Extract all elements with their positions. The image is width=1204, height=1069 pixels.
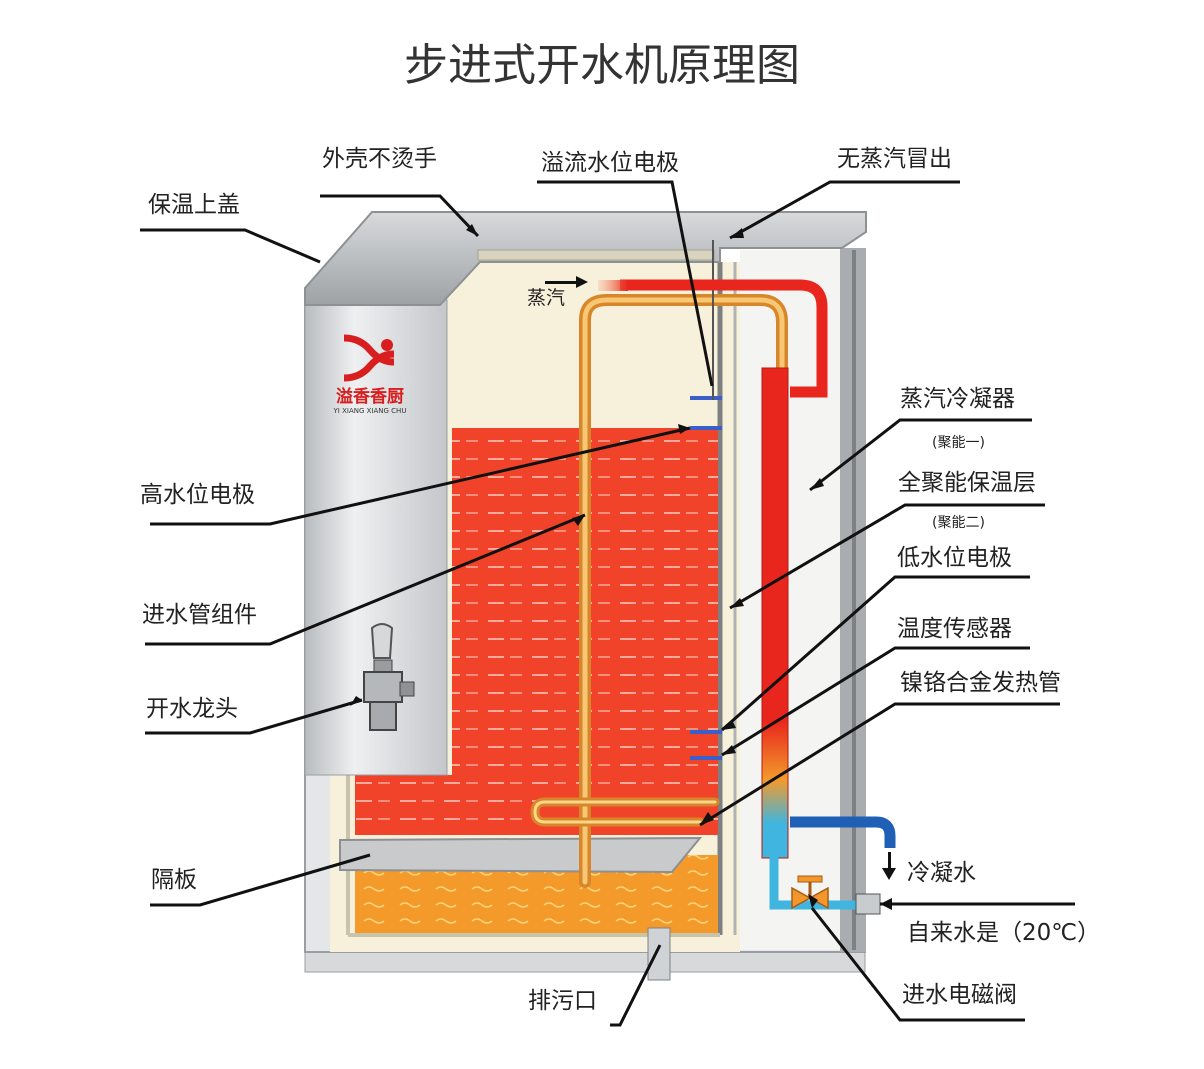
label-overflow-electrode: 溢流水位电极 [541, 150, 679, 176]
steam-puff [598, 280, 628, 291]
boiling-water-faucet [363, 623, 415, 731]
label-boiling-faucet: 开水龙头 [146, 696, 238, 722]
drain-outlet [647, 927, 671, 981]
label-steam-condenser: 蒸汽冷凝器 [900, 386, 1015, 412]
label-condensate: 冷凝水 [907, 860, 976, 886]
label-shell-not-hot: 外壳不烫手 [322, 146, 437, 172]
brand-pinyin: YI XIANG XIANG CHU [333, 407, 407, 415]
label-tap-water: 自来水是（20℃） [907, 920, 1100, 946]
steam-pipe [620, 279, 828, 398]
label-inlet-solenoid-valve: 进水电磁阀 [902, 982, 1017, 1008]
inlet-connector [855, 893, 881, 915]
leader-lines [140, 180, 1075, 1027]
label-insulated-lid: 保温上盖 [148, 192, 240, 218]
label-insulation-layer: 全聚能保温层 [898, 470, 1036, 496]
condensate-pipe [790, 816, 896, 848]
label-low-level-electrode: 低水位电极 [897, 545, 1012, 571]
label-drain-outlet: 排污口 [528, 988, 597, 1014]
logo-mark [343, 334, 395, 382]
brand-name: 溢香香厨 [336, 386, 404, 407]
label-high-level-electrode: 高水位电极 [140, 482, 255, 508]
page-title: 步进式开水机原理图 [404, 40, 800, 91]
tap-water-pipe [769, 850, 870, 910]
machine-base [304, 949, 866, 973]
label-steam: 蒸汽 [527, 287, 565, 309]
lid-vent-strip [477, 249, 715, 261]
label-baffle: 隔板 [151, 867, 197, 893]
label-no-steam-out: 无蒸汽冒出 [837, 146, 952, 172]
label-heating-tube: 镍铬合金发热管 [900, 670, 1061, 696]
label-temperature-sensor: 温度传感器 [897, 616, 1012, 642]
label-energy-one: (聚能一) [932, 435, 985, 451]
labels: 保温上盖 外壳不烫手 溢流水位电极 无蒸汽冒出 蒸汽 蒸汽冷凝器 (聚能一) 全… [140, 146, 1100, 1014]
inlet-solenoid-valve [791, 875, 829, 910]
baffle [339, 836, 703, 874]
arrowheads [350, 224, 896, 910]
label-energy-two: (聚能二) [932, 515, 985, 531]
machine-body: 溢香香厨 YI XIANG XIANG CHU [304, 211, 896, 981]
label-inlet-pipe-assembly: 进水管组件 [142, 602, 257, 628]
brand-logo: 溢香香厨 YI XIANG XIANG CHU [333, 334, 407, 415]
